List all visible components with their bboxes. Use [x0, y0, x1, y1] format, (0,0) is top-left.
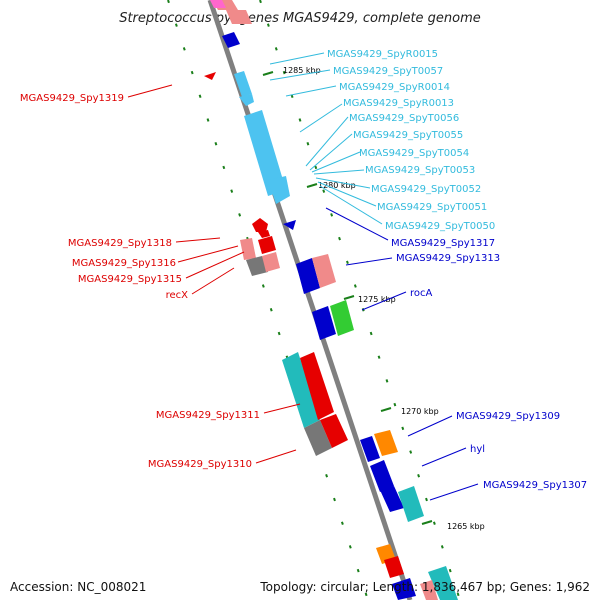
gene-label: MGAS9429_SpyT0051 — [377, 202, 487, 213]
feature-block — [226, 10, 252, 24]
map-title: Streptococcus pyogenes MGAS9429, complet… — [119, 11, 481, 26]
feature-arrow — [204, 72, 216, 80]
gene-label: recX — [166, 290, 189, 301]
feature-block — [210, 0, 226, 8]
feature-block — [374, 430, 398, 456]
feature-arrow — [268, 176, 290, 204]
scale-label: 1285 kbp — [283, 66, 321, 75]
feature-block — [296, 258, 320, 294]
guide-tracks — [167, 0, 461, 600]
gene-label: MGAS9429_Spy1317 — [391, 238, 495, 249]
feature-block — [330, 300, 354, 336]
feature-block — [304, 420, 332, 456]
feature-block — [240, 238, 256, 260]
gene-label: MGAS9429_Spy1307 — [483, 480, 587, 491]
labels-right-blue: MGAS9429_Spy1317 MGAS9429_Spy1313 rocA M… — [391, 238, 587, 491]
gene-label: hyl — [470, 444, 485, 455]
leader-lines-cyan — [269, 52, 383, 225]
gene-label: MGAS9429_SpyT0053 — [365, 165, 475, 176]
scale-label: 1280 kbp — [318, 181, 356, 190]
gene-label: MGAS9429_SpyT0056 — [349, 113, 459, 124]
gene-label: MGAS9429_SpyR0013 — [343, 98, 454, 109]
feature-block — [380, 486, 404, 512]
gene-label: MGAS9429_SpyR0014 — [339, 82, 450, 93]
gene-label: MGAS9429_Spy1311 — [156, 410, 260, 421]
scale-label: 1275 kbp — [358, 295, 396, 304]
scale-label: 1265 kbp — [447, 522, 485, 531]
gene-label: MGAS9429_Spy1319 — [20, 93, 124, 104]
labels-left: MGAS9429_Spy1319 MGAS9429_Spy1318 MGAS94… — [20, 93, 260, 470]
gene-label: MGAS9429_SpyR0015 — [327, 49, 438, 60]
gene-label: MGAS9429_SpyT0057 — [333, 66, 443, 77]
scale-ticks — [262, 71, 433, 525]
scale-label: 1270 kbp — [401, 407, 439, 416]
feature-block — [244, 110, 286, 196]
labels-right-cyan: MGAS9429_SpyR0015 MGAS9429_SpyT0057 MGAS… — [327, 49, 495, 232]
feature-block — [234, 71, 252, 97]
feature-block — [312, 306, 336, 340]
gene-label: MGAS9429_Spy1310 — [148, 459, 252, 470]
feature-block — [384, 556, 404, 578]
feature-arrow — [320, 414, 348, 448]
accession-text: Accession: NC_008021 — [10, 580, 147, 594]
genome-summary-text: Topology: circular; Length: 1,836,467 bp… — [260, 580, 590, 594]
feature-block — [370, 460, 394, 492]
feature-block — [246, 256, 268, 276]
feature-arrow — [283, 220, 296, 230]
feature-block — [428, 566, 458, 600]
feature-block — [262, 252, 280, 272]
leader-lines-red — [127, 84, 301, 464]
leader-lines-blue — [325, 207, 479, 501]
gene-label: MGAS9429_Spy1309 — [456, 411, 560, 422]
gene-label: MGAS9429_SpyT0050 — [385, 221, 495, 232]
gene-label: MGAS9429_SpyT0054 — [359, 148, 469, 159]
gene-label: MGAS9429_Spy1318 — [68, 238, 172, 249]
feature-block — [392, 578, 416, 600]
feature-arrow — [252, 218, 268, 232]
gene-label: rocA — [410, 288, 433, 299]
gene-label: MGAS9429_Spy1316 — [72, 258, 176, 269]
feature-arrow — [258, 230, 270, 238]
gene-label: MGAS9429_SpyT0052 — [371, 184, 481, 195]
feature-arrow — [300, 352, 334, 420]
gene-label: MGAS9429_Spy1313 — [396, 253, 500, 264]
gene-label: MGAS9429_Spy1315 — [78, 274, 182, 285]
feature-block — [360, 436, 380, 462]
feature-arrow — [239, 94, 254, 106]
gene-label: MGAS9429_SpyT0055 — [353, 130, 463, 141]
feature-block — [282, 352, 320, 428]
feature-arrow — [222, 32, 240, 48]
feature-block — [398, 486, 424, 522]
feature-blocks — [204, 0, 458, 600]
feature-block — [312, 254, 336, 288]
feature-block — [420, 580, 438, 600]
feature-arrow — [258, 236, 276, 254]
